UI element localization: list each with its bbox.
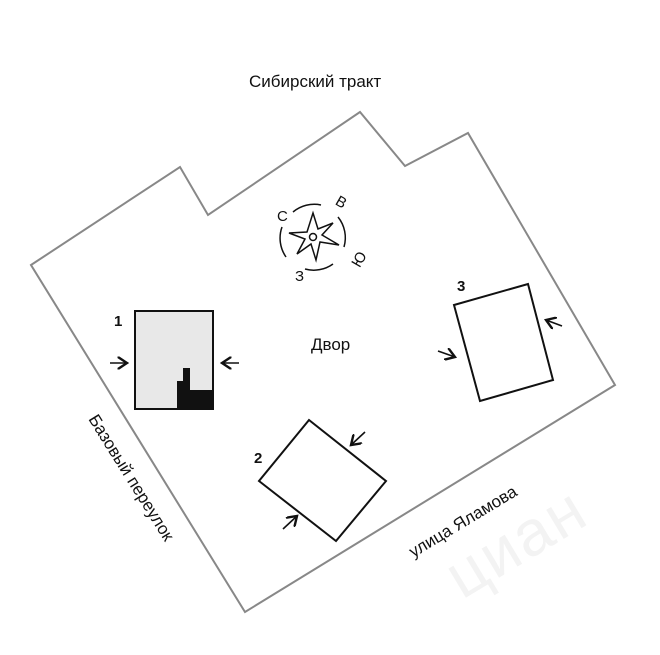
street-label-top: Сибирский тракт (249, 72, 382, 91)
building-2 (257, 418, 388, 543)
building-2-number: 2 (254, 450, 263, 467)
entrance-arrow-icon (546, 320, 563, 326)
building-1-dark-part (177, 368, 213, 409)
building-1-number: 1 (114, 313, 123, 330)
entrance-arrow-icon (282, 516, 297, 530)
compass-rose-icon (279, 203, 347, 271)
compass-west: З (295, 268, 305, 285)
plot-boundary (29, 110, 617, 614)
entrance-arrow-icon (437, 351, 455, 357)
building-3 (452, 282, 555, 403)
building-3-number: 3 (457, 278, 466, 295)
entrance-arrow-icon (351, 431, 366, 445)
compass-north: С (277, 208, 288, 225)
yard-label: Двор (311, 335, 351, 354)
building-1 (134, 310, 214, 410)
